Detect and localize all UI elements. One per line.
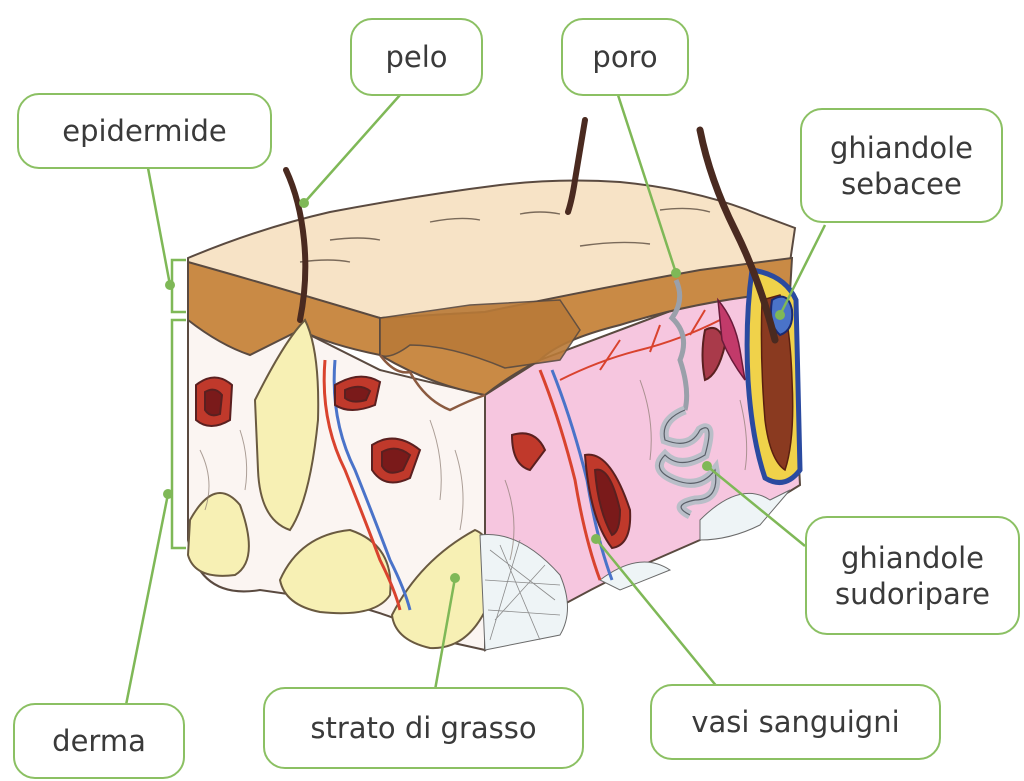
skin-block bbox=[188, 120, 800, 650]
label-vasi-sanguigni: vasi sanguigni bbox=[650, 684, 941, 760]
leader-derma bbox=[125, 494, 168, 710]
label-ghiandole-sudoripare: ghiandole sudoripare bbox=[805, 516, 1020, 635]
label-derma: derma bbox=[13, 703, 185, 779]
leader-epidermide bbox=[148, 168, 170, 285]
label-pelo: pelo bbox=[350, 18, 483, 96]
leader-pelo bbox=[304, 95, 400, 203]
leader-vasi-sanguigni bbox=[596, 539, 718, 688]
bracket-derma bbox=[172, 320, 186, 548]
label-ghiandole-sebacee: ghiandole sebacee bbox=[800, 108, 1003, 223]
label-strato-di-grasso: strato di grasso bbox=[263, 687, 584, 769]
label-poro: poro bbox=[561, 18, 689, 96]
label-epidermide: epidermide bbox=[17, 93, 272, 169]
